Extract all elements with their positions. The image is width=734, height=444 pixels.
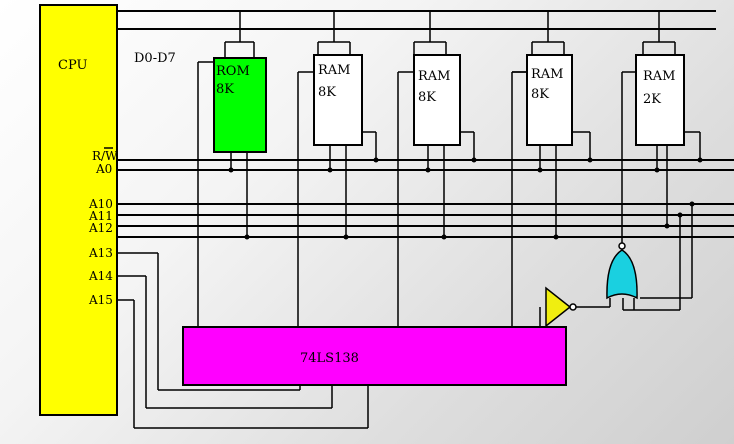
cpu-pin-a10: A10: [88, 197, 113, 211]
data-bus-label: D0-D7: [134, 51, 176, 66]
decoder-label: 74LS138: [300, 351, 359, 366]
chip-ram-8k-1: RAM 8K: [313, 54, 363, 146]
cpu-pin-a11: A11: [88, 209, 113, 223]
cpu-pin-rw: R/W: [92, 149, 118, 163]
chip-size-label: 2K: [643, 92, 661, 107]
decoder-74ls138: [182, 326, 567, 386]
cpu-pin-a0: A0: [95, 162, 112, 176]
chip-size-label: 8K: [418, 90, 436, 105]
chip-size-label: 8K: [318, 85, 336, 100]
or-gate: [606, 242, 638, 300]
cpu-pin-a12: A12: [88, 221, 113, 235]
chip-ram-2k: RAM 2K: [635, 54, 685, 146]
chip-ram-8k-3: RAM 8K: [526, 54, 573, 146]
chip-type-label: ROM: [216, 64, 250, 79]
cpu-pin-a14: A14: [88, 269, 113, 283]
chip-type-label: RAM: [318, 63, 351, 78]
chip-size-label: 8K: [216, 82, 234, 97]
cpu-label: CPU: [58, 58, 87, 73]
data-bus: [118, 10, 716, 58]
chip-type-label: RAM: [531, 67, 564, 82]
cpu-pin-a13: A13: [88, 246, 113, 260]
address-control-lines: [118, 159, 734, 238]
cpu-block: [39, 4, 118, 416]
chip-ram-8k-2: RAM 8K: [413, 54, 461, 146]
chip-rom-8k: ROM 8K: [213, 57, 267, 153]
junction-dots: [228, 157, 703, 240]
chip-type-label: RAM: [418, 69, 451, 84]
gate-wiring: [512, 204, 693, 328]
chip-connections: [230, 131, 701, 237]
inverter-gate: [545, 286, 577, 328]
cpu-pin-a15: A15: [88, 293, 113, 307]
decoder-input-wires: [118, 252, 369, 429]
chip-size-label: 8K: [531, 87, 549, 102]
chip-select-lines: [197, 61, 636, 327]
chip-type-label: RAM: [643, 69, 676, 84]
